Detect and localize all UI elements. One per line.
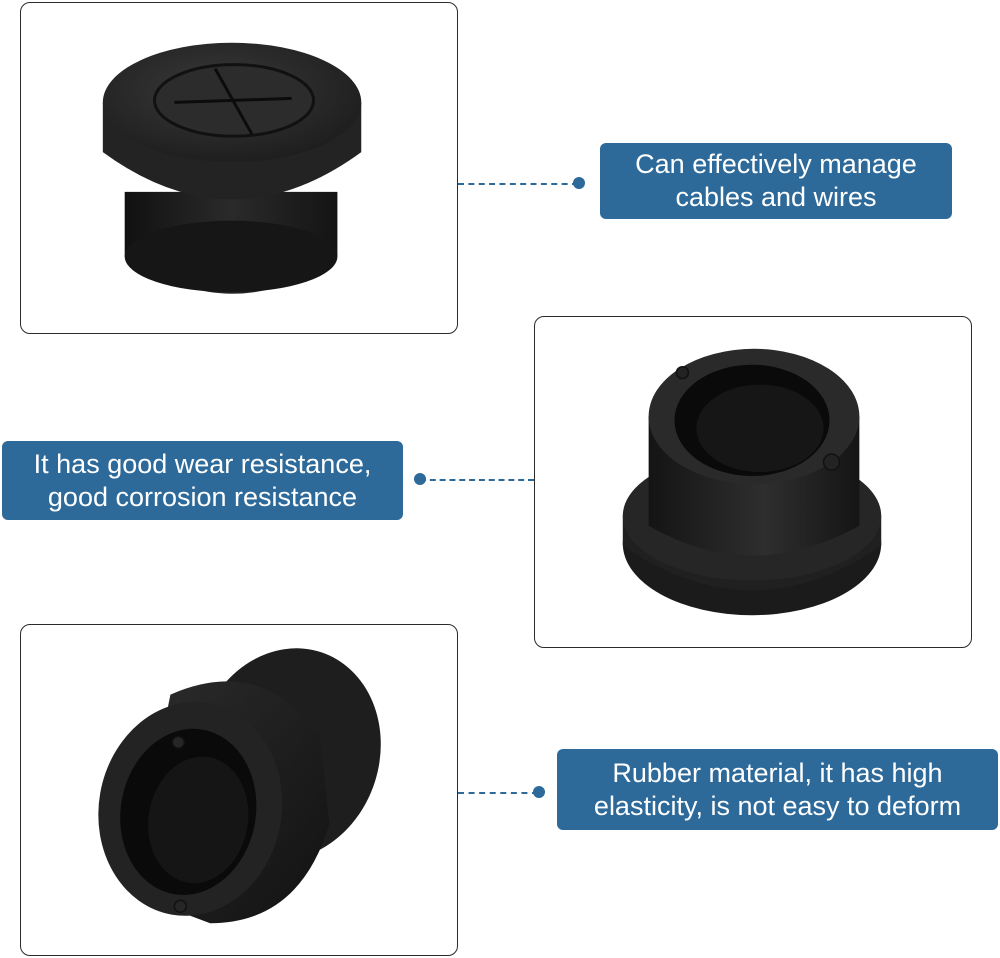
- feature-label-line: It has good wear resistance,: [33, 448, 372, 479]
- connector-line-2: [420, 479, 534, 481]
- feature-label-cable-management: Can effectively manage cables and wires: [600, 143, 952, 219]
- feature-label-line: good corrosion resistance: [47, 481, 358, 512]
- grommet-cross-slit-image: [102, 42, 362, 294]
- connector-line-3: [458, 792, 538, 794]
- grommet-open-bore-image: [622, 348, 882, 616]
- feature-label-line: Can effectively manage: [635, 149, 917, 179]
- product-photo-card-1: [20, 2, 458, 334]
- connector-dot-2: [414, 473, 426, 485]
- feature-label-material: Rubber material, it has high elasticity,…: [557, 749, 998, 830]
- feature-label-line: elasticity, is not easy to deform: [593, 790, 962, 821]
- grommet-angled-view-image: [98, 648, 381, 924]
- feature-label-resistance: It has good wear resistance, good corros…: [2, 441, 403, 520]
- connector-dot-3: [533, 786, 545, 798]
- feature-label-line: Rubber material, it has high: [612, 757, 943, 788]
- product-photo-card-3: [20, 624, 458, 956]
- connector-line-1: [458, 183, 578, 185]
- connector-dot-1: [573, 177, 585, 189]
- product-photo-card-2: [534, 316, 972, 648]
- feature-label-line: cables and wires: [675, 182, 877, 212]
